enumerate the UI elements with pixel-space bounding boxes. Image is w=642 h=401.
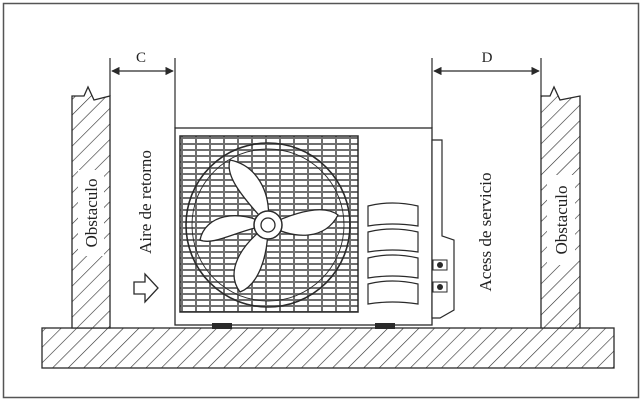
airflow-arrow-icon (133, 272, 159, 304)
outdoor-unit (174, 127, 455, 329)
fan-icon (199, 159, 339, 293)
return-air-label: Aire de retorno (136, 150, 155, 254)
dimension-d-label: D (482, 50, 493, 66)
side-louvers (367, 202, 419, 305)
dimension-d (431, 58, 542, 128)
dimension-c (109, 58, 176, 128)
left-obstacle-label: Obstaculo (82, 179, 101, 248)
service-access-label: Acess de servicio (476, 173, 495, 292)
fan-guard (185, 142, 351, 308)
ground-slab (41, 327, 615, 369)
right-obstacle-label: Obstaculo (552, 186, 571, 255)
dimension-c-label: C (136, 50, 146, 66)
